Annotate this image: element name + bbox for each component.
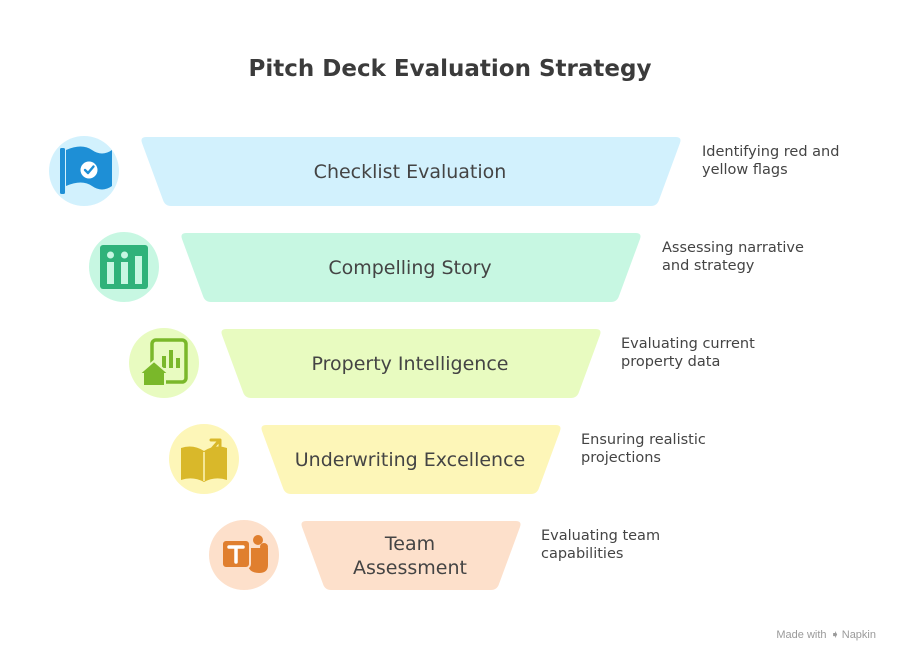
funnel-band-5 (301, 521, 521, 590)
diagram-title: Pitch Deck Evaluation Strategy (248, 56, 652, 82)
funnel-band-3 (221, 329, 601, 398)
stage-description-1: Identifying red and yellow flags (702, 144, 840, 178)
stage-label-underwriting-excellence: Underwriting Excellence (294, 449, 526, 471)
funnel-stage-2 (89, 232, 641, 302)
funnel-stage-5 (209, 520, 521, 590)
funnel-stage-4 (169, 424, 561, 494)
stage-description-2: Assessing narrative and strategy (662, 240, 804, 274)
stage-description-5: Evaluating team capabilities (541, 528, 661, 562)
funnel-band-2 (181, 233, 641, 302)
stage-label-checklist-evaluation: Checklist Evaluation (313, 161, 507, 183)
people-columns-icon (100, 245, 148, 289)
teams-icon (221, 535, 268, 573)
flag-check-icon (60, 146, 112, 194)
stage-label-property-intelligence: Property Intelligence (311, 353, 509, 375)
funnel-stage-3 (129, 328, 601, 398)
book-growth-icon (181, 438, 227, 482)
napkin-brand-text: Napkin (841, 629, 876, 641)
stage-label-team-assessment: Team Assessment (353, 533, 467, 579)
napkin-logo-icon: ➧ (830, 629, 840, 641)
made-with-napkin-watermark: Made with➧Napkin (776, 628, 876, 641)
stage-label-compelling-story: Compelling Story (328, 257, 492, 279)
funnel-stage-1 (49, 136, 681, 206)
stage-description-3: Evaluating current property data (621, 336, 755, 370)
house-chart-icon (136, 338, 188, 387)
funnel-band-4 (261, 425, 561, 494)
funnel-band-1 (141, 137, 681, 206)
made-with-text: Made with (776, 629, 827, 641)
stage-description-4: Ensuring realistic projections (581, 432, 706, 466)
